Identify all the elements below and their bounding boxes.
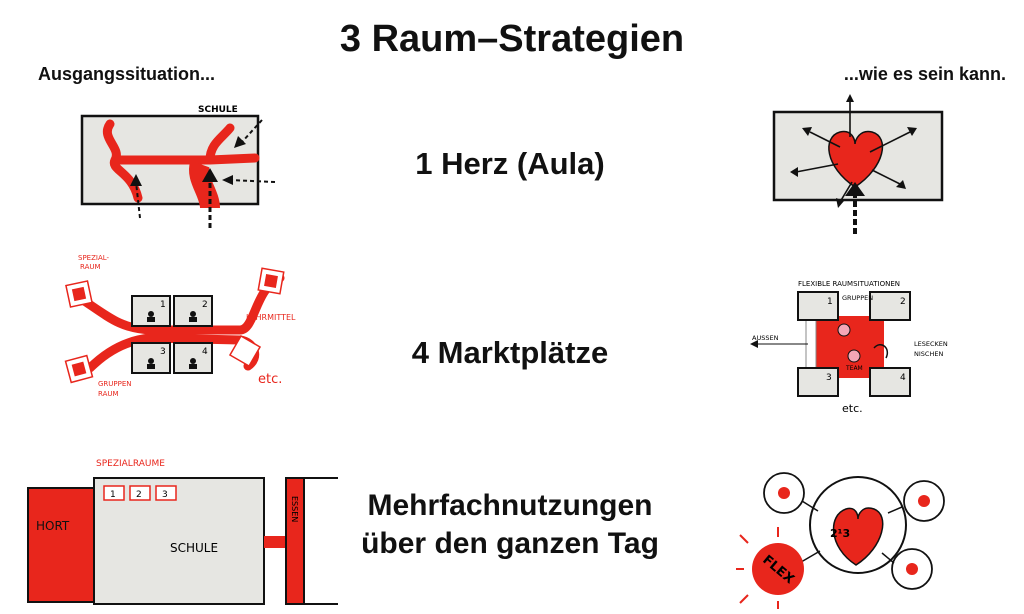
spezialraum-1: 1 — [103, 485, 125, 501]
satellite-room-1 — [763, 472, 805, 514]
corridor-main — [75, 273, 285, 335]
essen-connector — [264, 536, 286, 548]
heart-number-label: 2¹3 — [830, 527, 850, 540]
flex-rays — [736, 527, 779, 609]
svg-text:4: 4 — [900, 373, 906, 383]
lower-arrowhead — [130, 174, 142, 186]
diagram-flexible-rooms: FLEXIBLE RAUMSITUATIONEN 1 2 3 4 GRUPPEN… — [750, 280, 948, 415]
team-label: TEAM — [845, 365, 863, 372]
classroom-number: 3 — [160, 347, 166, 357]
corridor-wide-path — [189, 160, 220, 210]
aussen-label: AUSSEN — [752, 334, 779, 342]
flexible-header: FLEXIBLE RAUMSITUATIONEN — [798, 280, 900, 288]
nischen-label: NISCHEN — [914, 350, 943, 358]
svg-text:1: 1 — [827, 297, 833, 307]
gruppenraum-label-1: GRUPPEN — [98, 380, 132, 388]
lehrmittel-label: LEHRMITTEL — [246, 313, 296, 322]
school-label: SCHULE — [198, 105, 238, 115]
etc-box — [228, 334, 262, 368]
side-arrow — [229, 179, 276, 183]
lehrmittel-fill — [264, 274, 278, 288]
diagram-multi-use: SPEZIALRAUME HORT SCHULE 1 2 3 ESSEN — [27, 459, 338, 605]
gruppenraum-label-2: RAUM — [98, 390, 119, 398]
svg-text:3: 3 — [162, 490, 168, 500]
strategy-label-line2: über den ganzen Tag — [361, 526, 659, 560]
gruppen-circle — [837, 323, 851, 337]
diagram-corridor-school: SCHULE — [80, 105, 276, 228]
satellite-room-2 — [903, 480, 945, 522]
network-links — [795, 500, 903, 566]
strategy-label-line1: Mehrfachnutzungen — [367, 489, 653, 522]
nische-curve — [873, 344, 888, 359]
page-title: 3 Raum–Strategien — [339, 18, 685, 60]
svg-text:2: 2 — [136, 490, 142, 500]
classroom-number: 1 — [160, 300, 166, 310]
spezialraum-label-2: RAUM — [80, 263, 101, 271]
room-1: 1 — [797, 291, 839, 321]
flex-circle — [752, 543, 804, 595]
spezialraum-fill — [71, 286, 87, 302]
classroom-3: 3 — [131, 342, 171, 374]
classroom-number: 2 — [202, 300, 208, 310]
corridor-lower — [85, 333, 260, 373]
etc-label: etc. — [842, 402, 863, 415]
spezialraum-label-1: SPEZIAL- — [78, 254, 110, 262]
entry-arrowhead — [845, 182, 865, 196]
team-circle — [847, 349, 861, 363]
essen-walls — [304, 477, 338, 605]
classroom-1: 1 — [131, 295, 171, 327]
center-heart — [832, 507, 884, 566]
schule-label: SCHULE — [170, 541, 218, 555]
classroom-number: 4 — [202, 347, 208, 357]
strategy-label-herz: 1 Herz (Aula) — [415, 146, 605, 181]
heart-arrowheads — [790, 94, 917, 208]
spezialraum-2: 2 — [129, 485, 151, 501]
gruppenraum-fill — [71, 361, 87, 377]
entry-arrowhead — [202, 168, 218, 182]
essen-building — [285, 477, 305, 605]
right-column-heading: ...wie es sein kann. — [843, 64, 1006, 84]
svg-text:3: 3 — [826, 373, 832, 383]
hort-label: HORT — [36, 519, 70, 533]
room-3: 3 — [797, 367, 839, 397]
classroom-2: 2 — [173, 295, 213, 327]
hort-building — [27, 487, 95, 603]
spezialraum-3: 3 — [155, 485, 177, 501]
gruppen-label: GRUPPEN — [842, 294, 873, 302]
room-4: 4 — [869, 367, 911, 397]
strategy-label-mehrfachnutzungen: Mehrfachnutzungen über den ganzen Tag — [340, 487, 680, 562]
aussen-bars — [805, 319, 817, 376]
room-2: 2 — [869, 291, 911, 321]
etc-label: etc. — [258, 372, 282, 387]
diagram-classroom-corridor: 1 2 3 4 SPEZIAL- RAUM LEHRMITTEL GRUPPEN… — [64, 254, 296, 398]
diagram-heart-school — [772, 94, 944, 234]
satellite-room-3 — [891, 548, 933, 590]
classroom-4: 4 — [173, 342, 213, 374]
corner-arrowhead — [234, 136, 246, 148]
essen-label: ESSEN — [290, 496, 299, 522]
svg-text:1: 1 — [110, 490, 116, 500]
svg-text:2: 2 — [900, 297, 906, 307]
spezialraume-label: SPEZIALRAUME — [96, 459, 165, 469]
heart-arrows — [795, 100, 911, 203]
side-arrowhead — [222, 175, 233, 185]
left-column-heading: Ausgangssituation... — [38, 64, 216, 84]
strategy-label-marktplaetze: 4 Marktplätze — [411, 335, 609, 370]
aussen-arrowhead — [750, 340, 758, 348]
lesecken-label: LESECKEN — [914, 340, 948, 348]
diagram-flex-network: 2¹3 FLEX — [736, 472, 945, 609]
corridor-paths — [103, 119, 260, 203]
lower-arrow — [135, 181, 141, 219]
